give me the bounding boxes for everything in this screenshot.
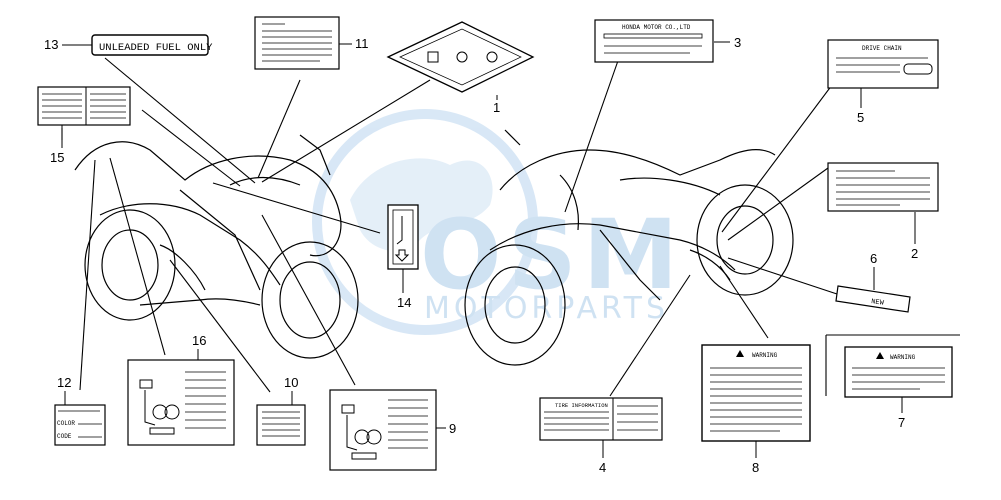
label-12: COLOR CODE (54, 404, 106, 446)
leader-lines (61, 54, 960, 397)
label-15 (37, 86, 131, 126)
watermark-globe-land (350, 158, 493, 251)
watermark-globe (312, 109, 538, 335)
label-14 (387, 204, 419, 270)
callout-1: 1 (493, 100, 500, 115)
label-5-drive-chain: DRIVE CHAIN (827, 39, 939, 89)
callout-numbers: 1 2 3 4 5 6 7 8 9 10 11 12 13 14 15 16 (44, 35, 918, 475)
label-code-text: CODE (57, 433, 72, 440)
callout-12: 12 (57, 375, 71, 390)
callout-11: 11 (355, 36, 369, 51)
callout-4: 4 (599, 460, 606, 475)
label-3: HONDA MOTOR CO.,LTD (594, 19, 714, 63)
label-4-tire-info: TIRE INFORMATION (539, 397, 663, 441)
label-warning-7-text: WARNING (890, 354, 916, 361)
label-11 (254, 16, 340, 70)
callout-3: 3 (734, 35, 741, 50)
callout-10: 10 (284, 375, 298, 390)
label-color-text: COLOR (57, 420, 75, 427)
callout-14: 14 (397, 295, 411, 310)
watermark: OSM MOTORPARTS (312, 109, 684, 335)
label-10 (256, 404, 306, 446)
label-2 (827, 162, 939, 212)
callout-2: 2 (911, 246, 918, 261)
label-13-unleaded: UNLEADED FUEL ONLY (91, 34, 213, 56)
callout-15: 15 (50, 150, 64, 165)
label-unleaded-text: UNLEADED FUEL ONLY (99, 42, 213, 54)
label-tire-info-text: TIRE INFORMATION (555, 402, 608, 409)
callout-8: 8 (752, 460, 759, 475)
callout-5: 5 (857, 110, 864, 125)
callout-16: 16 (192, 333, 206, 348)
label-warning-8-text: WARNING (752, 352, 778, 359)
label-6-new: NEW (835, 285, 911, 313)
label-8-warning: WARNING (701, 344, 811, 442)
label-1-diamond (386, 21, 535, 93)
label-9 (329, 389, 437, 471)
motorcycle-left (74, 134, 359, 359)
callout-13: 13 (44, 37, 58, 52)
label-new-text: NEW (871, 298, 885, 308)
label-7-warning: WARNING (844, 346, 953, 398)
watermark-brand: OSM (420, 199, 684, 311)
label-honda-text: HONDA MOTOR CO.,LTD (622, 24, 691, 31)
watermark-sub: MOTORPARTS (424, 291, 669, 326)
label-16 (127, 359, 235, 446)
callout-7: 7 (898, 415, 905, 430)
callout-6: 6 (870, 251, 877, 266)
label-drive-chain-text: DRIVE CHAIN (862, 45, 902, 52)
callout-9: 9 (449, 421, 456, 436)
